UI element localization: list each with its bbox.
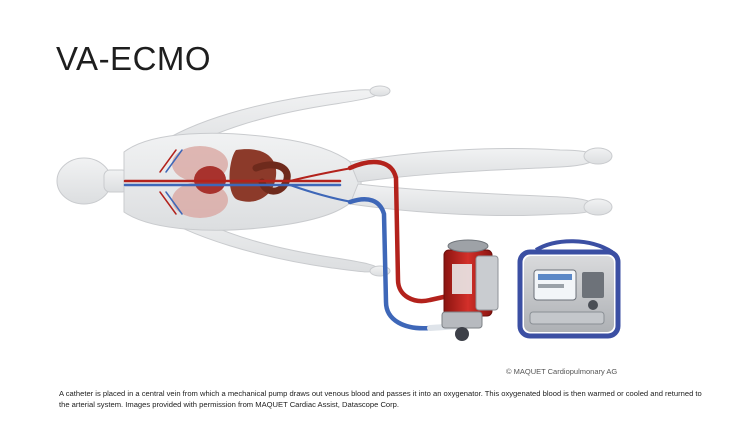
pump-oxygenator-icon <box>441 239 499 341</box>
ecmo-console-icon <box>517 239 621 339</box>
arterial-return-line <box>347 159 451 304</box>
image-credit: © MAQUET Cardiopulmonary AG <box>506 367 618 376</box>
figure-caption: A catheter is placed in a central vein f… <box>59 389 702 409</box>
vessels <box>123 149 353 215</box>
slide-title: VA-ECMO <box>56 40 212 77</box>
venous-drainage-line <box>347 197 463 331</box>
